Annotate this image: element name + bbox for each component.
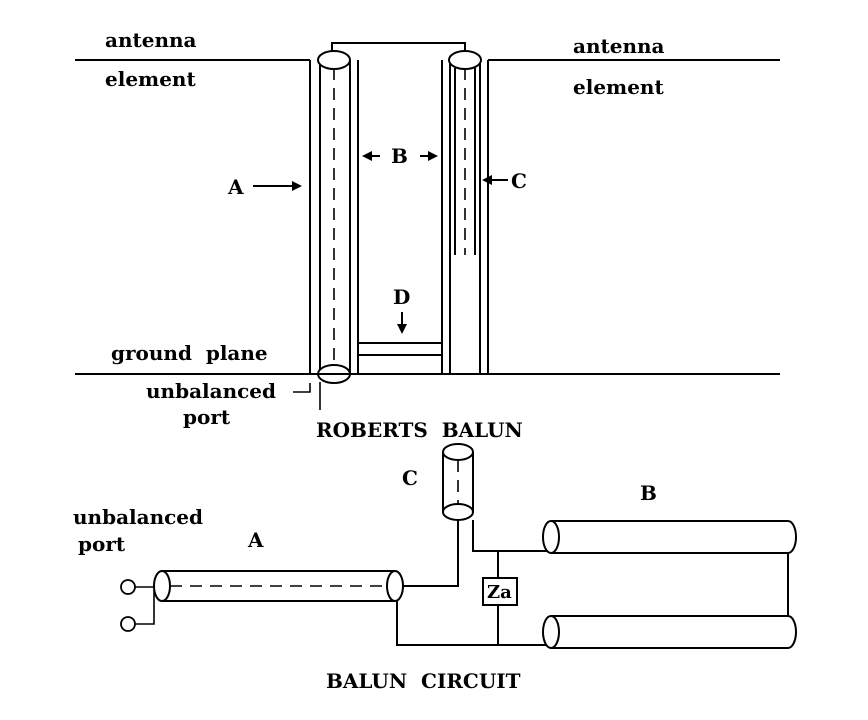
top-bridge-wire — [331, 42, 466, 55]
impedance-za-label: Za — [487, 582, 512, 603]
wire-c-to-b — [472, 520, 551, 552]
roberts-balun-caption: ROBERTS BALUN — [316, 418, 523, 442]
top-label-d: D — [393, 285, 410, 309]
bottom-label-b: B — [640, 481, 657, 505]
bottom-unbalanced-label: unbalanced — [73, 505, 203, 529]
right-coax-line-c — [441, 50, 489, 374]
port-lead-2 — [135, 590, 155, 625]
arrow-d — [397, 312, 407, 334]
balun-circuit-caption: BALUN CIRCUIT — [326, 669, 521, 693]
top-label-c: C — [511, 169, 527, 193]
bottom-label-a: A — [247, 528, 264, 552]
line-b-upper — [542, 520, 797, 554]
wire-a-to-c — [402, 520, 459, 587]
top-left-antenna-label-2: element — [105, 67, 196, 91]
top-unbalanced-label: unbalanced — [146, 379, 276, 403]
ground-plane-label: ground plane — [111, 341, 268, 365]
line-b-lower — [542, 615, 797, 649]
port-terminal-2 — [120, 616, 136, 632]
impedance-za-box — [482, 577, 518, 606]
top-right-antenna-label-1: antenna — [573, 34, 665, 58]
roberts-balun-figure: antenna element antenna element A B C D … — [75, 28, 780, 442]
unbalanced-port-lead-1 — [293, 383, 311, 393]
balun-circuit-figure: Za unbalanced port A B C BALUN CIRCUIT — [73, 443, 797, 693]
wire-ground-return — [396, 601, 551, 646]
bottom-label-c: C — [402, 466, 418, 490]
left-coax-line-a — [309, 50, 359, 384]
right-coax-top-end — [448, 50, 482, 70]
coax-line-a — [153, 570, 404, 602]
top-label-b: B — [391, 144, 408, 168]
coax-line-c — [442, 443, 474, 521]
port-terminal-1 — [120, 579, 136, 595]
arrow-c — [482, 175, 508, 185]
top-left-antenna-label-1: antenna — [105, 28, 197, 52]
left-coax-top-end — [317, 50, 351, 70]
arrow-b — [362, 151, 438, 161]
bottom-port-label: port — [78, 532, 126, 556]
top-right-antenna-label-2: element — [573, 75, 664, 99]
top-label-a: A — [227, 175, 244, 199]
arrow-a — [253, 181, 302, 191]
top-port-label: port — [183, 405, 231, 429]
